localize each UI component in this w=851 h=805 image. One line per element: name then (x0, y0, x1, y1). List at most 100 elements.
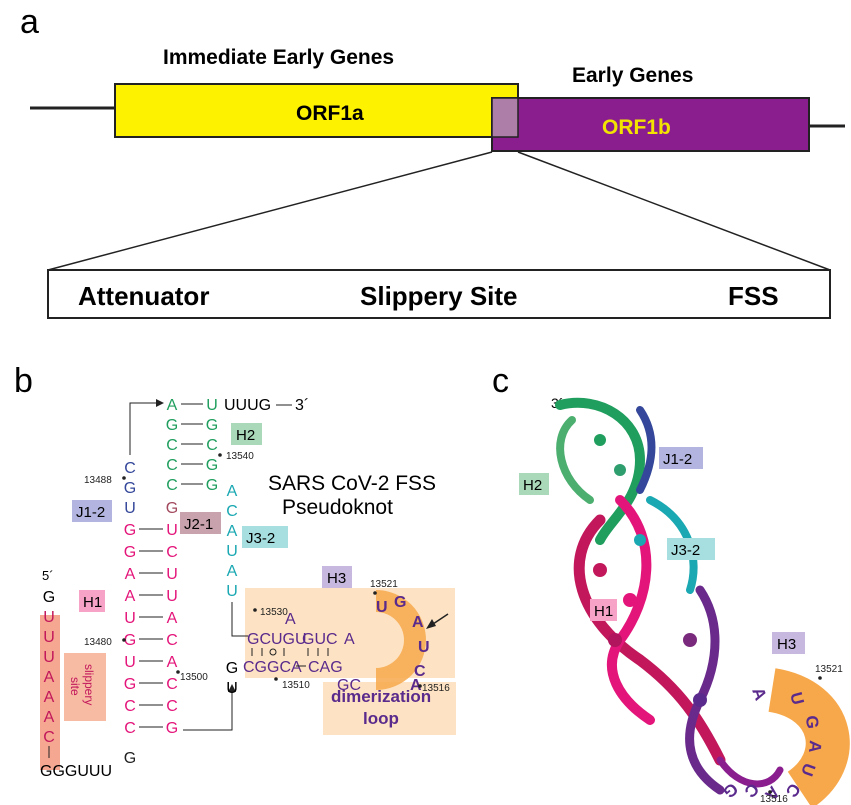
h3-label: H3 (327, 570, 346, 587)
svg-text:U: U (226, 583, 238, 600)
svg-text:U: U (124, 500, 136, 517)
svg-text:C: C (166, 632, 178, 649)
j12-label-box (72, 500, 112, 522)
h3-bot-strand-1: CGGCA (243, 659, 302, 676)
svg-text:C: C (166, 477, 178, 494)
h2-pair-dashes (181, 403, 203, 485)
svg-text:G: G (394, 594, 406, 611)
svg-text:C: C (206, 437, 218, 454)
c-h2-label: H2 (523, 477, 542, 494)
dimer-loop-letters: U G A U C A (376, 594, 430, 694)
c-h3-label: H3 (777, 636, 796, 653)
h3-connector-arrow (183, 690, 233, 731)
svg-text:C: C (43, 729, 55, 746)
h3-pair-bars (251, 648, 329, 656)
svg-text:C: C (166, 437, 178, 454)
dimerization-box (323, 682, 456, 735)
svg-text:A: A (125, 588, 136, 605)
svg-text:A: A (805, 740, 825, 754)
svg-text:A: A (167, 397, 178, 414)
svg-text:U: U (786, 690, 808, 707)
svg-text:G: G (124, 632, 136, 649)
slippery-text-1: slippery (82, 664, 96, 705)
svg-text:G: G (166, 417, 178, 434)
rna-3d-bases (593, 434, 707, 707)
svg-text:U: U (166, 566, 178, 583)
dimerization-text-1: dimerization (331, 687, 431, 706)
svg-text:U: U (376, 599, 388, 616)
svg-text:C: C (166, 544, 178, 561)
svg-text:U: U (166, 522, 178, 539)
num-13480: 13480 (84, 637, 112, 648)
c-j12-label-box (659, 447, 703, 469)
h3-gu-pair (269, 648, 277, 656)
svg-text:U: U (226, 543, 238, 560)
dimerization-text-2: loop (363, 709, 399, 728)
h3-loop-a2: A (344, 631, 355, 648)
svg-text:A: A (44, 669, 55, 686)
h1-label-box (79, 590, 105, 612)
dimer-pointer-head (426, 619, 436, 629)
svg-text:U: U (43, 609, 55, 626)
svg-text:U: U (124, 654, 136, 671)
h3-bot-strand-2: CAG (308, 659, 343, 676)
slippery-site-box (64, 653, 106, 721)
h2-label: H2 (236, 427, 255, 444)
orf1b-box (491, 97, 810, 152)
early-genes-label: Early Genes (572, 64, 693, 87)
j32-to-h3-link (231, 602, 248, 637)
svg-text:U: U (43, 649, 55, 666)
num-13521: 13521 (370, 579, 398, 590)
num-13530: 13530 (260, 607, 288, 618)
dimerization-arc (376, 590, 426, 690)
svg-text:G: G (124, 676, 136, 693)
svg-text:A: A (125, 566, 136, 583)
c-h2-label-box (519, 473, 549, 495)
h3-label-box (322, 566, 352, 588)
pseudoknot-title-2: Pseudoknot (282, 496, 393, 519)
svg-text:G: G (124, 544, 136, 561)
j32-label: J3-2 (246, 530, 275, 547)
svg-text:U: U (206, 397, 218, 414)
h3-arrowhead (228, 684, 236, 692)
col-h1-right: G U C U U A C A C C G (166, 500, 178, 737)
three-prime-tail: UUUG (224, 397, 271, 414)
panel-b-letter: b (14, 362, 33, 400)
panel-a-letter: a (20, 3, 39, 41)
svg-text:U: U (166, 588, 178, 605)
col-5prime-strand: G U U U A A A C (43, 589, 55, 746)
zoom-line-right (517, 151, 831, 271)
c-h1-label-box (590, 599, 617, 621)
svg-text:C: C (166, 676, 178, 693)
svg-text:G: G (124, 480, 136, 497)
h3-loop-gc: GC (337, 677, 361, 694)
num-13540: 13540 (226, 451, 254, 462)
c-dot-13516 (768, 790, 772, 794)
svg-text:C: C (124, 460, 136, 477)
svg-text:A: A (412, 614, 424, 631)
svg-text:A: A (748, 685, 770, 703)
three-prime-label: 3´ (295, 397, 309, 414)
c-dot-13521 (818, 676, 822, 680)
position-dots (122, 453, 422, 688)
j12-connector-arrow (129, 402, 160, 455)
panel-c-letter: c (492, 362, 509, 400)
col-h1-left: C G U G G A A U G U G C C G (124, 460, 136, 767)
num-13510: 13510 (282, 680, 310, 691)
h3-loop-a1: A (285, 611, 296, 628)
svg-text:G: G (43, 589, 55, 606)
svg-text:U: U (797, 761, 819, 779)
fss-label: FSS (728, 281, 779, 311)
svg-text:A: A (44, 709, 55, 726)
j12-arrowhead (156, 399, 164, 407)
five-prime-tail: GGGUUU (40, 763, 112, 780)
h3-top-strand-1: GCUGU (247, 631, 307, 648)
h1-pair-dashes (139, 528, 163, 728)
num-13488: 13488 (84, 475, 112, 486)
svg-text:A: A (227, 483, 238, 500)
orf1a-box (114, 83, 519, 138)
svg-text:G: G (124, 522, 136, 539)
col-h2-right: U G C G G (206, 397, 218, 494)
svg-text:A: A (167, 654, 178, 671)
